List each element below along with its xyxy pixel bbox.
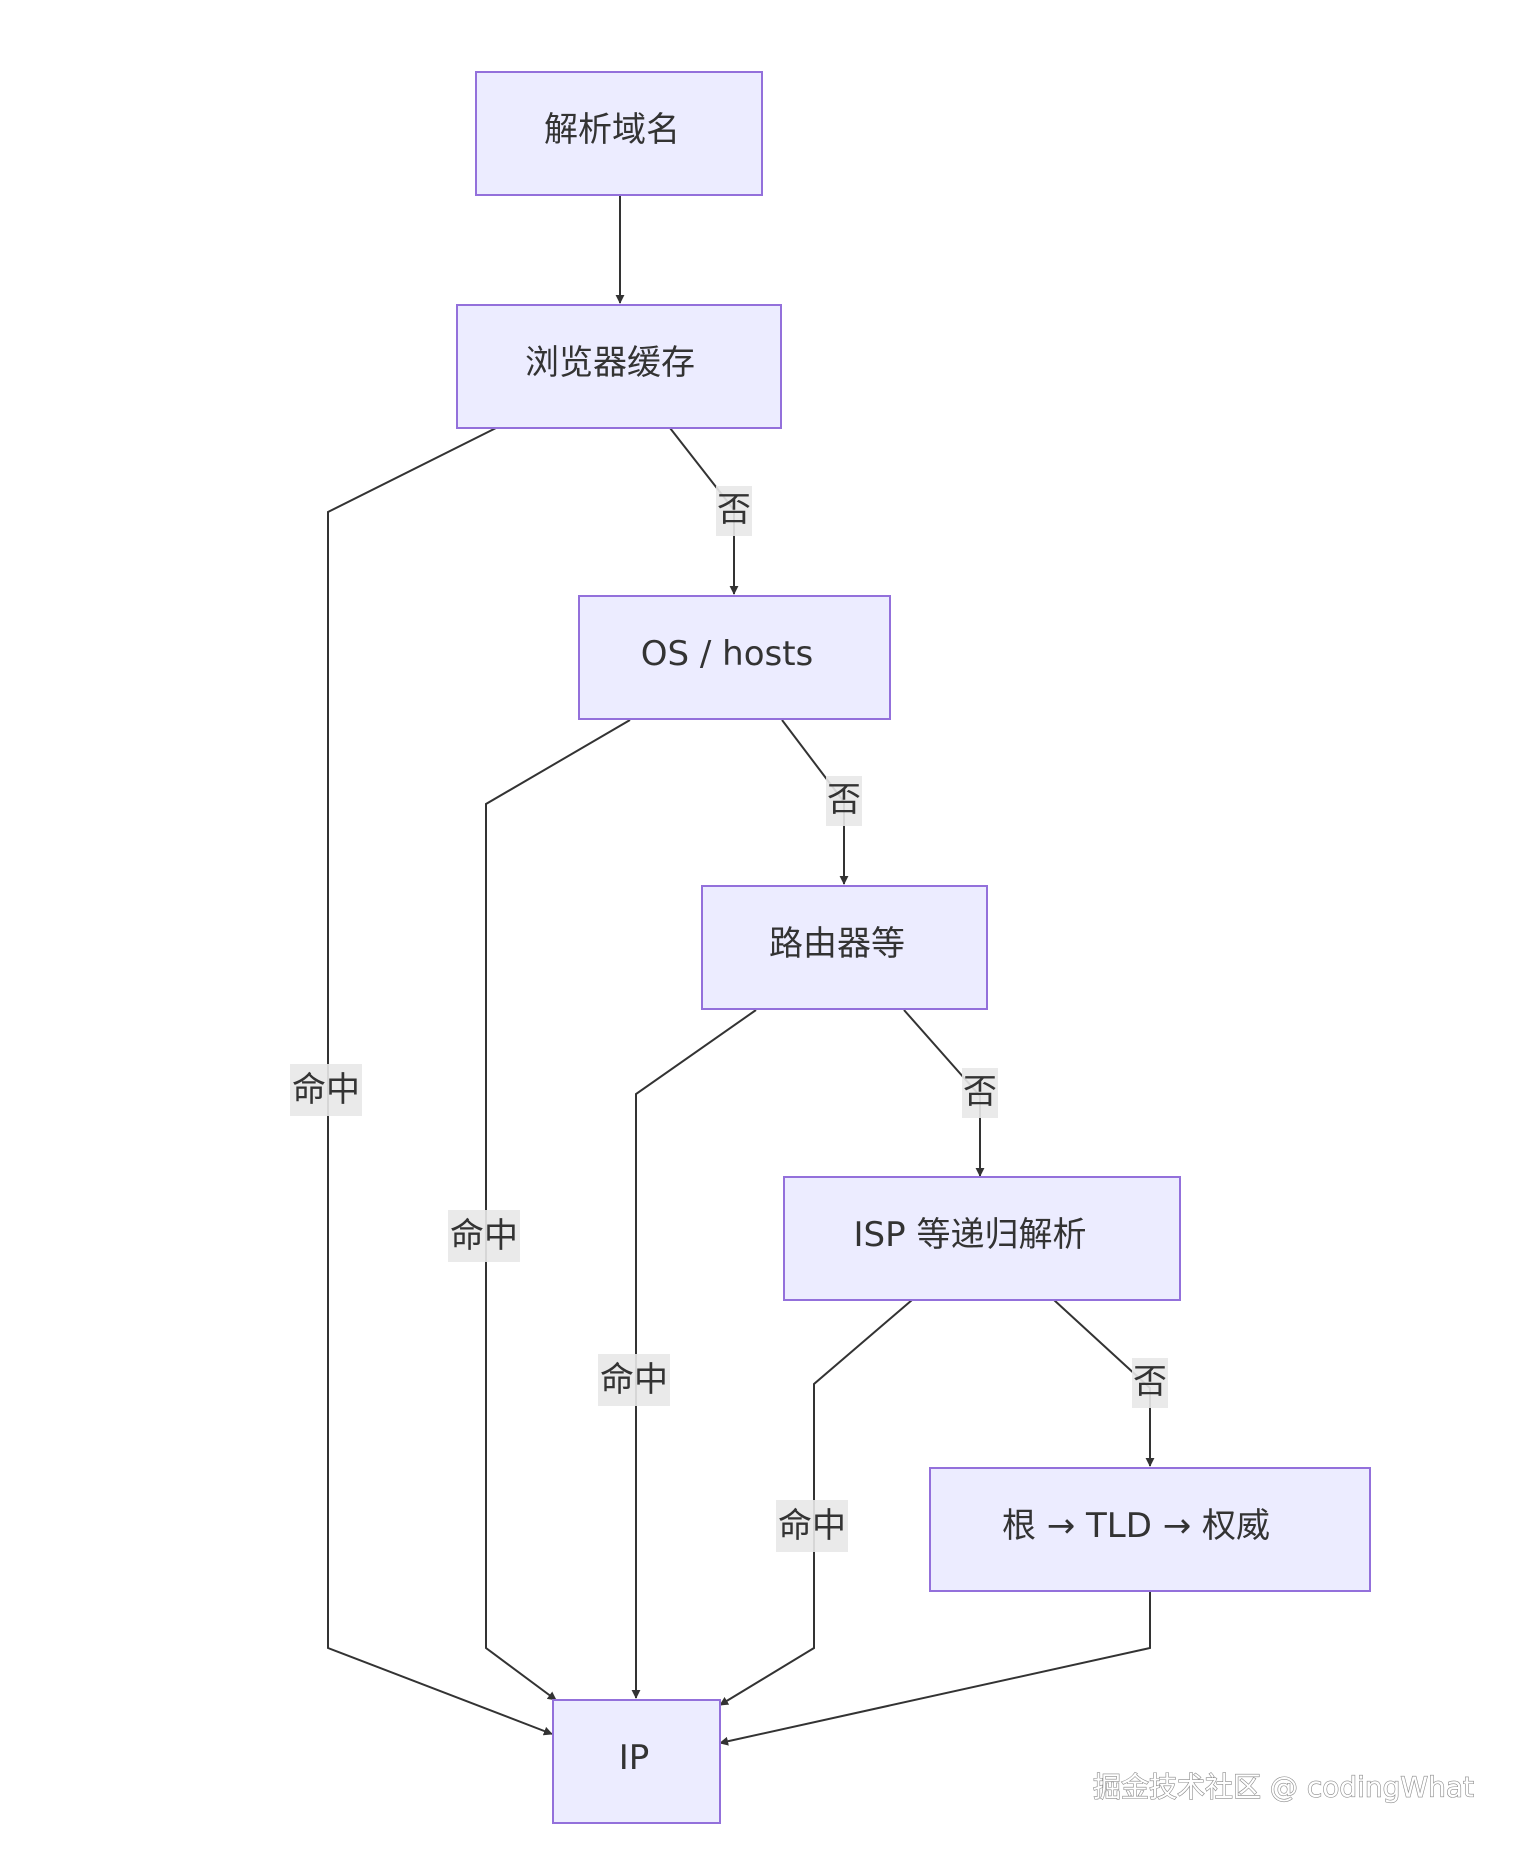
node-browser-cache-label: 浏览器缓存	[525, 343, 695, 383]
edge-router-to-ip	[631, 1009, 757, 1699]
edge-label-hit-text: 命中	[600, 1360, 668, 1400]
edge-label-miss-text: 否	[963, 1072, 997, 1112]
edge-label-miss-text: 否	[717, 490, 751, 530]
node-resolve-domain-label: 解析域名	[544, 110, 680, 150]
watermark: 掘金技术社区 @ codingWhat	[1093, 1771, 1474, 1804]
edge-label-hit-4: 命中	[776, 1500, 848, 1552]
node-ip-label: IP	[619, 1738, 650, 1778]
node-os-hosts: OS / hosts	[578, 595, 891, 720]
node-resolve-domain: 解析域名	[475, 71, 763, 196]
node-isp-label: ISP 等递归解析	[854, 1215, 1087, 1255]
node-browser-cache: 浏览器缓存	[456, 304, 782, 429]
edge-label-hit-3: 命中	[598, 1354, 670, 1406]
edge-label-hit-1: 命中	[290, 1064, 362, 1116]
edge-label-hit-text: 命中	[778, 1506, 846, 1546]
edge-root-tld-to-ip	[719, 1590, 1151, 1746]
edge-label-miss-text: 否	[1133, 1362, 1167, 1402]
edge-label-hit-text: 命中	[292, 1070, 360, 1110]
edge-label-miss-text: 否	[827, 780, 861, 820]
edge-label-miss-4: 否	[1132, 1358, 1168, 1408]
node-isp: ISP 等递归解析	[783, 1176, 1181, 1301]
edge-label-miss-3: 否	[962, 1068, 998, 1118]
edge-label-hit-text: 命中	[450, 1216, 518, 1256]
node-root-tld-label: 根 → TLD → 权威	[1002, 1506, 1270, 1546]
node-ip: IP	[552, 1699, 721, 1824]
edge-label-miss-2: 否	[826, 776, 862, 826]
node-os-hosts-label: OS / hosts	[641, 634, 814, 674]
edge-label-hit-2: 命中	[448, 1210, 520, 1262]
node-root-tld: 根 → TLD → 权威	[929, 1467, 1371, 1592]
edge-label-miss-1: 否	[716, 486, 752, 536]
node-router: 路由器等	[701, 885, 988, 1010]
node-router-label: 路由器等	[769, 924, 905, 964]
